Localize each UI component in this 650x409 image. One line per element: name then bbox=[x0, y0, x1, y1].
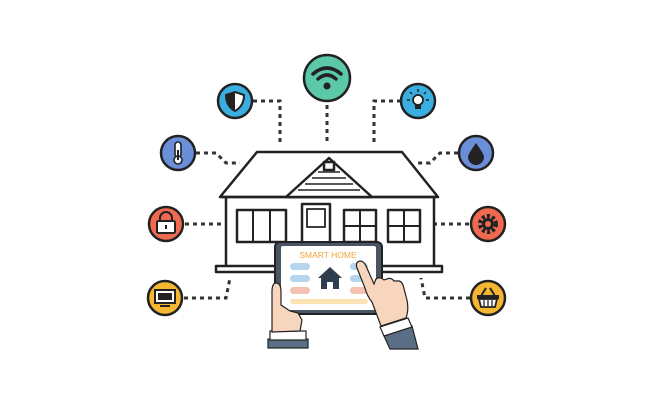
door-panel bbox=[306, 208, 326, 228]
tv-monitor-icon bbox=[146, 279, 184, 317]
right-cuff bbox=[379, 317, 413, 337]
connector-thermo bbox=[196, 151, 240, 165]
left-hand bbox=[267, 282, 309, 349]
right-hand bbox=[355, 260, 419, 350]
connector-basket bbox=[419, 277, 470, 300]
shield-icon bbox=[216, 82, 254, 120]
connectors bbox=[184, 99, 470, 300]
tablet-bottom-bar[interactable] bbox=[290, 299, 368, 304]
connector-drop bbox=[416, 151, 458, 165]
gear-icon bbox=[469, 205, 507, 243]
tablet-pill-left-1[interactable] bbox=[290, 263, 310, 270]
window-left bbox=[235, 208, 288, 244]
gable-siding bbox=[298, 171, 360, 191]
connector-bulb bbox=[372, 99, 401, 146]
tablet-pill-right-3[interactable] bbox=[350, 287, 368, 294]
wifi-icon bbox=[302, 53, 352, 103]
connector-shield bbox=[253, 99, 282, 146]
wifi-icon-circle bbox=[302, 53, 352, 103]
lock-icon bbox=[147, 205, 185, 243]
lightbulb-icon bbox=[399, 82, 437, 120]
gable-vent bbox=[322, 160, 336, 172]
tablet-title: SMART HOME bbox=[299, 250, 357, 260]
tablet-pill-left-2[interactable] bbox=[290, 275, 310, 282]
shopping-basket-icon bbox=[469, 279, 507, 317]
tablet: SMART HOME bbox=[274, 241, 383, 315]
thermometer-icon bbox=[159, 134, 197, 172]
tablet-pill-left-3[interactable] bbox=[290, 287, 310, 294]
water-drop-icon bbox=[457, 134, 495, 172]
home-icon[interactable] bbox=[318, 267, 342, 289]
connector-tv bbox=[184, 277, 232, 300]
